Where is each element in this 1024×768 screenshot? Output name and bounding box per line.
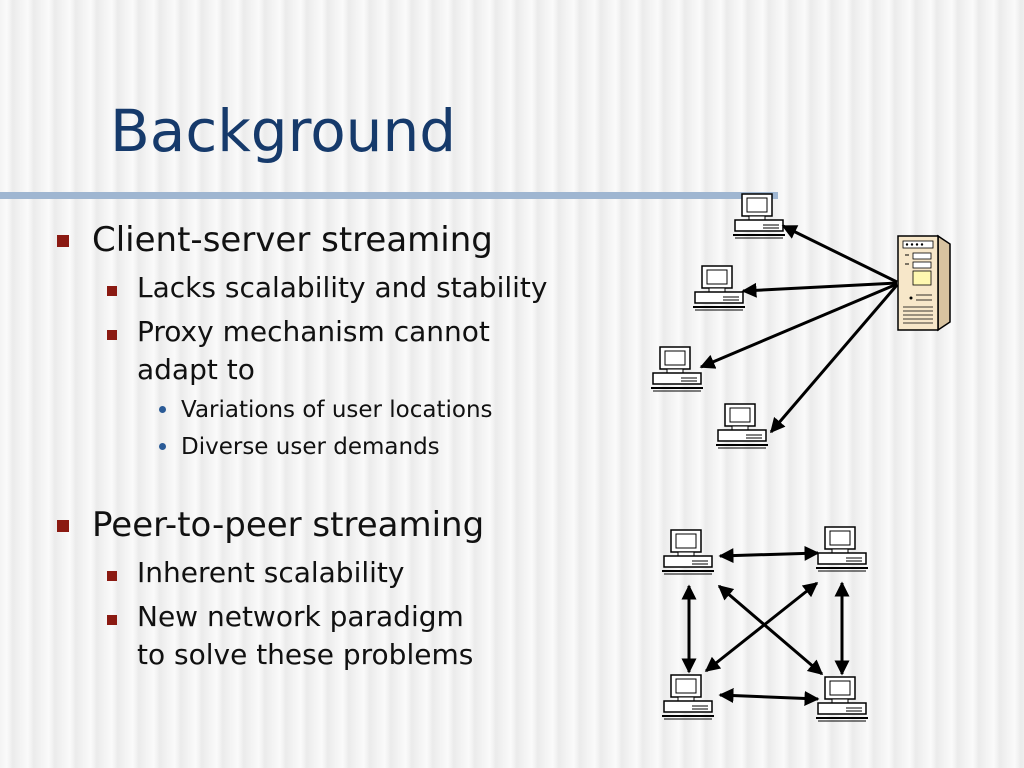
item-inherent-scalability: Inherent scalability [137,556,405,589]
desktop-computer-icon [661,529,715,575]
desktop-computer-icon [692,265,746,311]
peer-link-arrow [718,545,820,564]
server-to-client-arrow [769,284,899,434]
desktop-computer-icon [715,403,769,449]
desktop-computer-icon [815,526,869,572]
item-paradigm-line1: New network paradigm [137,600,464,633]
item-proxy-line1: Proxy mechanism cannot [137,315,490,348]
item-paradigm-line2: to solve these problems [137,638,474,671]
slide-title: Background [110,97,457,165]
bullet-square [107,615,117,625]
subitem-diverse-demands: Diverse user demands [181,434,440,460]
server-to-client-arrow [781,224,898,284]
server-tower-icon [897,234,951,332]
desktop-computer-icon [732,193,786,239]
heading-client-server: Client-server streaming [92,220,493,260]
bullet-square [57,235,69,247]
heading-peer-to-peer: Peer-to-peer streaming [92,505,485,545]
peer-to-peer-diagram [661,526,869,722]
item-lacks-scalability: Lacks scalability and stability [137,271,548,304]
bullet-square [107,330,117,340]
bullet-dot [159,406,166,413]
bullet-square [57,520,69,532]
subitem-variations: Variations of user locations [181,397,493,423]
bullet-square [107,571,117,581]
title-underline [0,192,778,199]
desktop-computer-icon [661,674,715,720]
desktop-computer-icon [815,676,869,722]
peer-link-arrow [718,688,820,706]
server-to-client-arrow [699,282,898,369]
desktop-computer-icon [650,346,704,392]
peer-link-arrow [717,584,824,676]
server-to-client-arrow [741,281,898,298]
bullet-square [107,286,117,296]
item-proxy-line2: adapt to [137,353,255,386]
peer-link-arrow [704,581,819,673]
client-server-diagram [650,193,951,449]
bullet-dot [159,443,166,450]
